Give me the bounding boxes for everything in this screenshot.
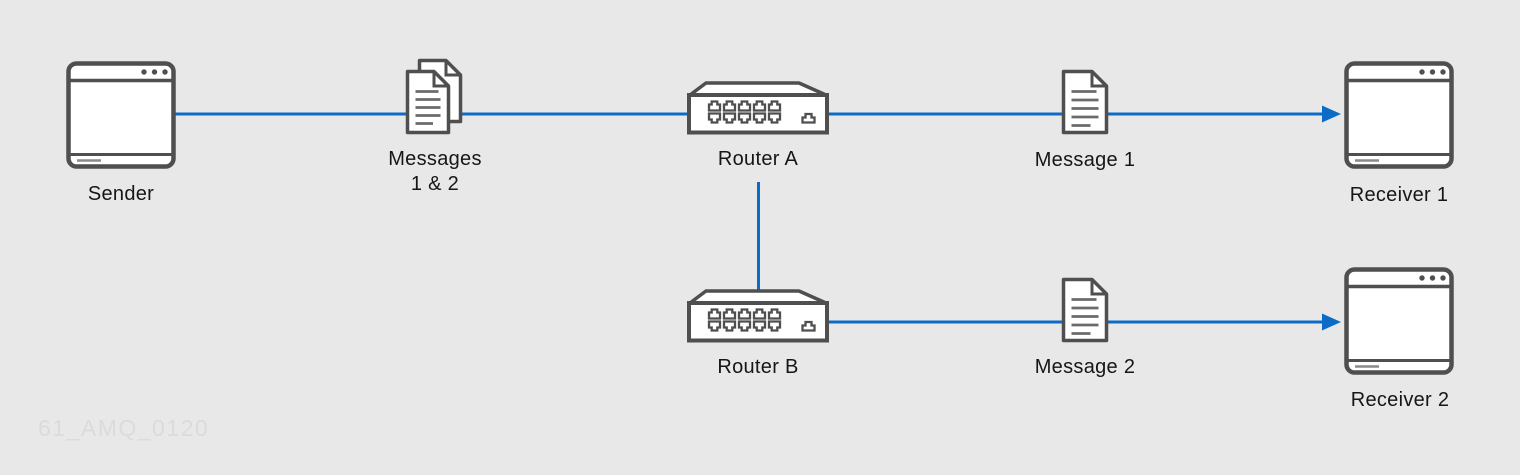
- router-icon: [687, 80, 829, 136]
- browser-window-icon: [66, 61, 176, 169]
- message-1-label: Message 1: [1034, 149, 1136, 171]
- messages-label-line-2: 1 & 2: [410, 173, 460, 195]
- messages-label-line-1: Messages: [388, 148, 482, 170]
- arrowhead-receiver-1: [1322, 105, 1341, 123]
- receiver-1-label: Receiver 1: [1349, 184, 1449, 206]
- sender-label: Sender: [87, 183, 155, 205]
- document-icon: [1061, 69, 1109, 135]
- arrowhead-receiver-2: [1322, 313, 1341, 331]
- message-2-label: Message 2: [1034, 356, 1136, 378]
- browser-window-icon: [1344, 61, 1454, 169]
- router-b-label: Router B: [717, 356, 799, 378]
- router-icon: [687, 288, 829, 344]
- watermark-text: 61_AMQ_0120: [38, 415, 210, 441]
- receiver-2-label: Receiver 2: [1350, 389, 1450, 411]
- router-a-label: Router A: [717, 148, 799, 170]
- document-stack-icon: [405, 58, 463, 135]
- messages-1-2-label: Messages 1 & 2: [388, 147, 482, 197]
- browser-window-icon: [1344, 267, 1454, 375]
- document-icon: [1061, 277, 1109, 343]
